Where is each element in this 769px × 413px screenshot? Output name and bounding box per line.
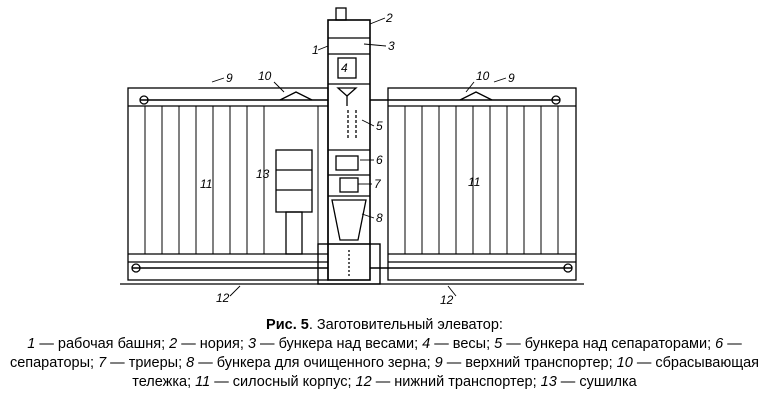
legend-number: 6 — [715, 336, 724, 352]
legend-text: — нория; — [177, 336, 248, 352]
dryer — [275, 149, 313, 213]
label-7: 7 — [374, 177, 382, 191]
diagram-area: 1 2 3 4 5 6 7 8 9 9 10 10 11 11 12 12 13 — [120, 7, 584, 307]
legend-number: 9 — [434, 355, 443, 371]
legend-text: — сушилка — [556, 374, 637, 390]
label-1: 1 — [312, 43, 319, 57]
label-8: 8 — [376, 211, 383, 225]
label-5: 5 — [376, 119, 383, 133]
legend-text: — бункера для очищенного зерна; — [194, 355, 435, 371]
legend-text: — весы; — [430, 336, 495, 352]
legend-text: — бункера над весами; — [256, 336, 423, 352]
legend-number: 7 — [98, 355, 107, 371]
left-silo-building — [127, 87, 329, 281]
legend-number: 2 — [169, 336, 178, 352]
caption-title-line: Рис. 5. Заготовительный элеватор: — [0, 316, 769, 335]
label-10-left: 10 — [258, 69, 272, 83]
legend-number: 10 — [616, 355, 633, 371]
legend-number: 8 — [186, 355, 195, 371]
figure-caption: Рис. 5. Заготовительный элеватор: 1 — ра… — [0, 316, 769, 392]
label-11-left: 11 — [200, 177, 212, 191]
legend-number: 5 — [494, 336, 503, 352]
legend-text: — верхний транспортер; — [442, 355, 617, 371]
legend-number: 4 — [422, 336, 431, 352]
label-11-right: 11 — [468, 175, 480, 189]
legend-number: 13 — [540, 374, 557, 390]
legend-text: — сбрасывающая тележка; — [132, 355, 760, 390]
legend-text: — рабочая башня; — [35, 336, 170, 352]
label-6: 6 — [376, 153, 383, 167]
caption-legend: 1 — рабочая башня; 2 — нория; 3 — бункер… — [0, 335, 769, 392]
label-10-right: 10 — [476, 69, 490, 83]
legend-number: 1 — [27, 336, 36, 352]
legend-number: 3 — [247, 336, 257, 352]
legend-text: — силосный корпус; — [210, 374, 356, 390]
label-9-left: 9 — [226, 71, 233, 85]
legend-number: 12 — [355, 374, 372, 390]
scale-box — [337, 57, 357, 79]
label-4: 4 — [341, 61, 348, 75]
figure-title: . Заготовительный элеватор: — [308, 317, 503, 333]
right-silo-building — [387, 87, 577, 281]
legend-number: 11 — [195, 374, 211, 390]
elevator-diagram: 1 2 3 4 5 6 7 8 9 9 10 10 11 11 12 12 13 — [120, 7, 584, 307]
label-2: 2 — [385, 11, 393, 25]
label-9-right: 9 — [508, 71, 515, 85]
label-12-left: 12 — [216, 291, 230, 305]
figure-label: Рис. 5 — [266, 317, 309, 333]
legend-text: — сепараторы; — [9, 336, 742, 371]
label-3: 3 — [388, 39, 395, 53]
legend-text: — нижний транспортер; — [371, 374, 541, 390]
legend-text: — бункера над сепараторами; — [502, 336, 716, 352]
label-12-right: 12 — [440, 293, 454, 307]
label-13: 13 — [256, 167, 270, 181]
legend-text: — триеры; — [106, 355, 187, 371]
